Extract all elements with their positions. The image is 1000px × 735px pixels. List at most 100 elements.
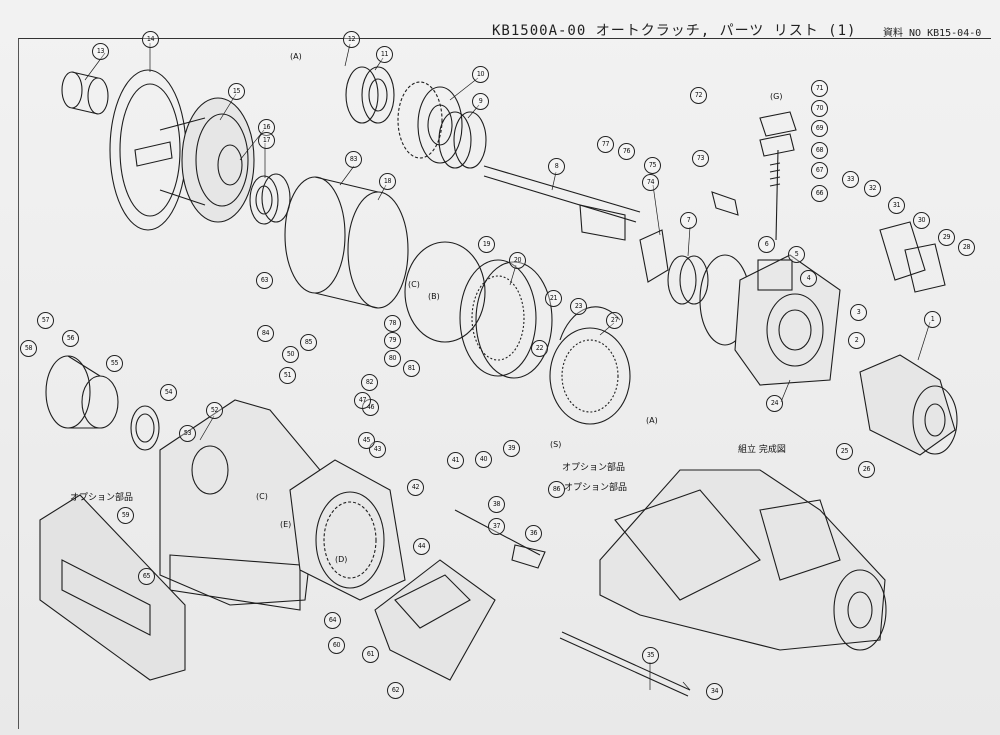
part-sleeve-18 [284,176,409,309]
part-bubble-53: 53 [179,425,196,442]
part-valve-stack-68 [759,111,797,241]
part-cover-74 [639,229,669,283]
part-main-housing-52 [159,399,321,611]
part-bubble-23: 23 [570,298,587,315]
part-bubble-42: 42 [407,479,424,496]
part-bubble-22: 22 [531,340,548,357]
part-bubble-19: 19 [478,236,495,253]
part-bubble-50: 50 [282,346,299,363]
part-bearing-17 [249,173,291,225]
part-bubble-86: 86 [548,481,565,498]
ref-letter-c-upper: (C) [408,280,420,289]
part-bubble-39: 39 [503,440,520,457]
part-bubble-73: 73 [692,150,709,167]
part-bubble-7: 7 [680,212,697,229]
document-number: 資料 NO KB15-04-0 [883,28,982,39]
part-bubble-40: 40 [475,451,492,468]
ref-letter-s: (S) [550,440,562,449]
part-bubble-83: 83 [345,151,362,168]
ref-letter-a-lower: (A) [646,416,658,425]
drawing-title: KB1500A-00 オートクラッチ, パーツ リスト (1) [492,23,857,39]
part-bubble-67: 67 [811,162,828,179]
part-bubble-12: 12 [343,31,360,48]
part-bubble-74: 74 [642,174,659,191]
drawing-frame [18,38,991,729]
part-gearbox-44 [289,459,406,601]
part-bubble-57: 57 [37,312,54,329]
part-bracket-60 [374,559,496,681]
part-bubble-78: 78 [384,315,401,332]
ref-letter-a: (A) [290,52,302,61]
part-bubble-14: 14 [142,31,159,48]
part-bubble-66: 66 [811,185,828,202]
part-bubble-34: 34 [706,683,723,700]
part-bubble-64: 64 [324,612,341,629]
part-bearing-11 [345,66,395,124]
part-bearing-7 [667,255,709,305]
part-bubble-9: 9 [472,93,489,110]
part-bubble-1: 1 [924,311,941,328]
part-bubble-17: 17 [258,132,275,149]
part-bubble-63: 63 [256,272,273,289]
part-bubble-11: 11 [376,46,393,63]
part-bubble-31: 31 [888,197,905,214]
part-bubble-35: 35 [642,647,659,664]
part-rod-35 [559,631,691,697]
part-bubble-3: 3 [850,304,867,321]
assembly-note: 組立 完成図 [738,445,786,455]
part-bubble-84: 84 [257,325,274,342]
part-bubble-21: 21 [545,290,562,307]
part-bubble-54: 54 [160,384,177,401]
part-bubble-61: 61 [362,646,379,663]
part-bubble-36: 36 [525,525,542,542]
part-bubble-51: 51 [279,367,296,384]
part-bubble-13: 13 [92,43,109,60]
part-bubble-4: 4 [800,270,817,287]
part-bubble-33: 33 [842,171,859,188]
part-gear-10 [397,81,463,164]
part-bubble-76: 76 [618,143,635,160]
part-hydraulic-motor-1 [859,354,958,456]
part-bubble-58: 58 [20,340,37,357]
option-parts-note-mid: オプション部品 [562,463,626,473]
part-bubble-15: 15 [228,83,245,100]
part-bubble-85: 85 [300,334,317,351]
part-bubble-32: 32 [864,180,881,197]
part-bubble-79: 79 [384,332,401,349]
part-bubble-45: 45 [358,432,375,449]
ref-letter-g: (G) [770,92,783,101]
part-bubble-30: 30 [913,212,930,229]
part-bubble-25: 25 [836,443,853,460]
part-bubble-81: 81 [403,360,420,377]
part-bearing-9 [438,111,487,169]
part-ring-19 [404,241,486,343]
ref-letter-e: (E) [280,520,292,529]
part-fitting-73 [711,191,739,216]
part-bubble-60: 60 [328,637,345,654]
ref-letter-b: (B) [428,292,440,301]
part-bubble-59: 59 [117,507,134,524]
part-bubble-2: 2 [848,332,865,349]
part-seal-54 [130,405,160,451]
part-bubble-8: 8 [548,158,565,175]
part-bubble-69: 69 [811,120,828,137]
part-bubble-10: 10 [472,66,489,83]
part-bubble-28: 28 [958,239,975,256]
option-parts-note-left: オプション部品 [70,493,134,503]
part-bubble-41: 41 [447,452,464,469]
part-bubble-75: 75 [644,157,661,174]
part-bubble-47: 47 [354,392,371,409]
part-bubble-56: 56 [62,330,79,347]
part-bubble-24: 24 [766,395,783,412]
part-bubble-70: 70 [811,100,828,117]
part-bubble-62: 62 [387,682,404,699]
part-bubble-26: 26 [858,461,875,478]
ref-letter-d: (D) [335,555,348,564]
part-bubble-29: 29 [938,229,955,246]
part-flange-55 [45,355,119,429]
assembled-winch-view [599,469,887,651]
part-bushing-13 [61,71,109,115]
part-bubble-18: 18 [379,173,396,190]
part-bubble-38: 38 [488,496,505,513]
